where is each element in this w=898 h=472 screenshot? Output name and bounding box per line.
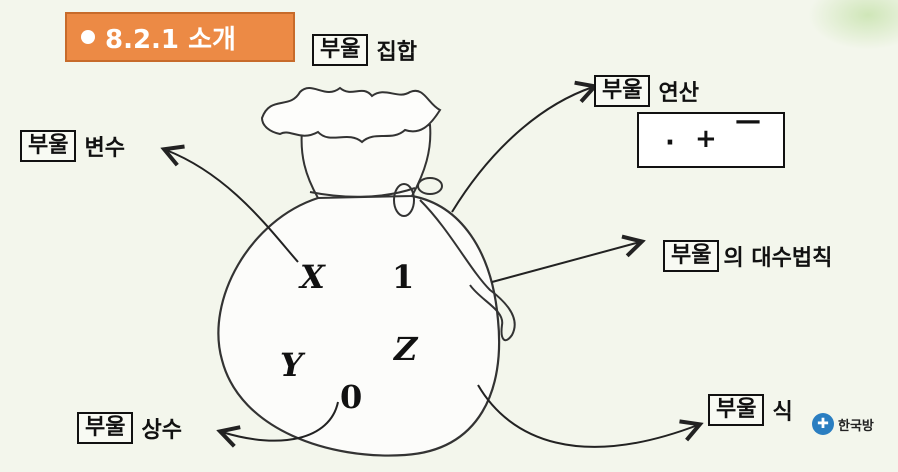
label-boolean-set: 부울 집합	[312, 34, 417, 66]
section-title: 8.2.1 소개	[105, 24, 236, 55]
boolean-word-box: 부울	[594, 75, 651, 107]
logo-text: 한국방	[838, 418, 874, 434]
arrow-to-law	[491, 242, 640, 283]
constant-one: 1	[392, 258, 415, 296]
label-boolean-operation: 부울 연산	[594, 75, 699, 107]
bag-neck	[300, 123, 432, 200]
bullet-icon	[81, 30, 95, 44]
bag-string	[309, 187, 416, 198]
constant-zero: 0	[340, 378, 363, 416]
operator-or: +	[695, 124, 717, 154]
variable-z: Z	[394, 330, 418, 368]
label-suffix: 집합	[376, 40, 417, 65]
label-suffix: 변수	[84, 136, 125, 161]
boolean-word-box: 부울	[312, 34, 369, 66]
bag-body	[217, 190, 501, 457]
label-suffix: 의 대수법칙	[723, 246, 833, 271]
operator-and: ·	[665, 128, 675, 158]
arrow-to-variable	[166, 150, 299, 263]
arrow-to-constant	[222, 401, 339, 441]
operator-box: · + —	[637, 106, 785, 168]
variable-x: X	[300, 258, 325, 296]
arrow-to-operation	[451, 87, 593, 213]
bow-loop-left	[393, 183, 415, 217]
logo-icon: ✚	[812, 413, 834, 435]
corner-decoration	[808, 0, 898, 50]
label-boolean-constant: 부울 상수	[77, 412, 182, 444]
label-boolean-variable: 부울 변수	[20, 130, 125, 162]
bow-tail	[419, 199, 516, 342]
arrow-to-expression	[477, 384, 698, 448]
boolean-word-box: 부울	[708, 394, 765, 426]
label-suffix: 식	[772, 400, 793, 425]
bow-loop-right	[417, 177, 443, 195]
boolean-word-box: 부울	[77, 412, 134, 444]
bag-ruffle	[260, 86, 442, 144]
variable-y: Y	[280, 346, 303, 384]
section-title-box: 8.2.1 소개	[65, 12, 295, 62]
publisher-logo: ✚ 한국방	[812, 413, 874, 435]
boolean-word-box: 부울	[20, 130, 77, 162]
operator-not: —	[735, 106, 761, 136]
label-boolean-algebra-laws: 부울 의 대수법칙	[663, 240, 832, 272]
label-suffix: 연산	[658, 81, 699, 106]
boolean-word-box: 부울	[663, 240, 720, 272]
label-suffix: 상수	[141, 418, 182, 443]
label-boolean-expression: 부울 식	[708, 394, 793, 426]
